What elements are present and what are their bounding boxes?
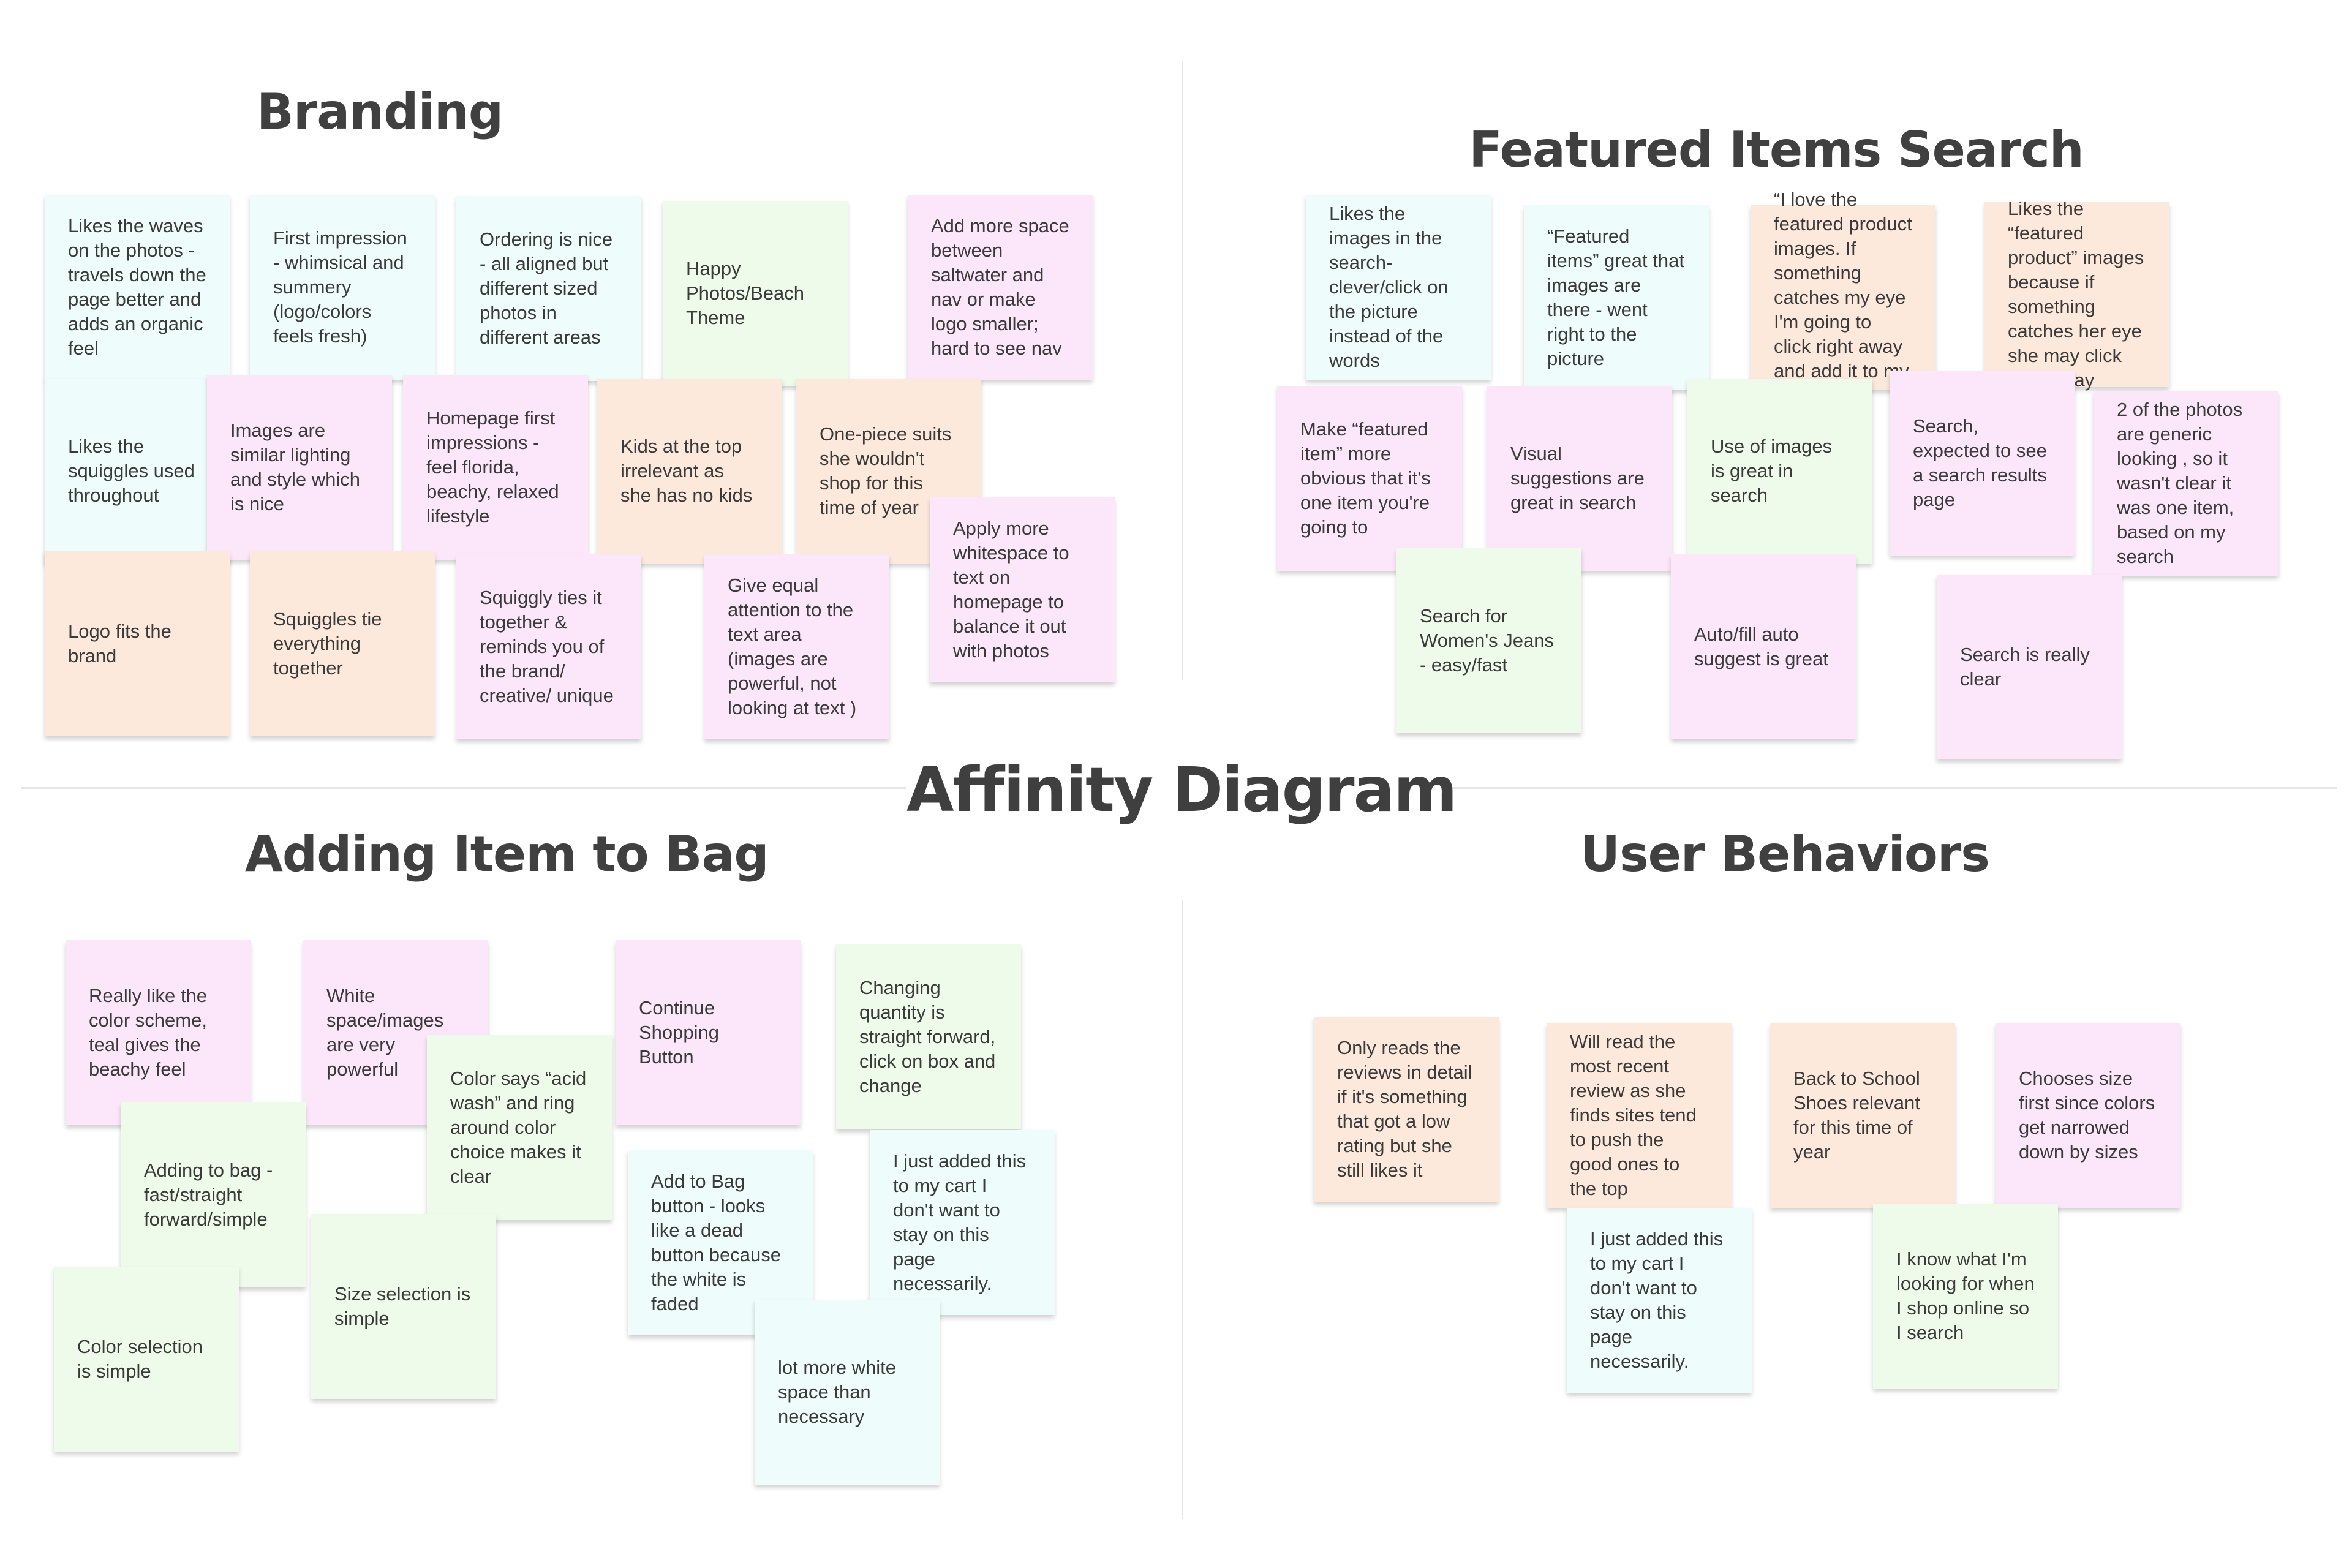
sticky-note[interactable]: “I love the featured product images. If …: [1751, 189, 1936, 406]
sticky-note[interactable]: Logo fits the brand: [45, 551, 230, 736]
diagram-title: Affinity Diagram: [907, 753, 1457, 827]
sticky-note[interactable]: Ordering is nice - all aligned but diffe…: [456, 196, 641, 381]
horizontal-divider-right: [1446, 787, 2337, 789]
sticky-note-text: Search, expected to see a search results…: [1913, 415, 2047, 510]
sticky-note-text: “Featured items” great that images are t…: [1547, 225, 1684, 369]
sticky-note-text: Adding to bag - fast/straight forward/si…: [144, 1159, 273, 1230]
section-title-branding: Branding: [256, 83, 503, 140]
sticky-note-text: One-piece suits she wouldn't shop for th…: [820, 423, 952, 518]
sticky-note-text: Homepage first impressions - feel florid…: [426, 407, 559, 527]
sticky-note-text: Likes the images in the search- clever/c…: [1329, 203, 1449, 371]
sticky-note[interactable]: Visual suggestions are great in search: [1487, 386, 1672, 571]
sticky-note-text: Visual suggestions are great in search: [1510, 443, 1645, 513]
sticky-note-text: 2 of the photos are generic looking , so…: [2117, 399, 2243, 567]
sticky-note[interactable]: Make “featured item” more obvious that i…: [1277, 386, 1462, 571]
sticky-note-text: Add to Bag button - looks like a dead bu…: [651, 1170, 782, 1314]
sticky-note[interactable]: Images are similar lighting and style wh…: [207, 375, 392, 560]
sticky-note[interactable]: One-piece suits she wouldn't shop for th…: [796, 379, 981, 564]
sticky-note-text: Happy Photos/Beach Theme: [686, 258, 805, 328]
section-title-adding-item-to-bag: Adding Item to Bag: [245, 826, 769, 883]
sticky-note[interactable]: Likes the images in the search- clever/c…: [1306, 195, 1491, 380]
sticky-note[interactable]: Kids at the top irrelevant as she has no…: [597, 379, 782, 564]
sticky-note-text: Changing quantity is straight forward, c…: [859, 977, 996, 1096]
sticky-note[interactable]: Will read the most recent review as she …: [1547, 1023, 1732, 1208]
sticky-note-text: Apply more whitespace to text on homepag…: [953, 518, 1069, 662]
sticky-note-text: Chooses size first since colors get narr…: [2019, 1068, 2155, 1163]
sticky-note[interactable]: I know what I'm looking for when I shop …: [1873, 1204, 2058, 1389]
sticky-note[interactable]: Squiggles tie everything together: [250, 551, 435, 736]
sticky-note-text: Auto/fill auto suggest is great: [1694, 624, 1828, 669]
sticky-note-text: Will read the most recent review as she …: [1570, 1031, 1697, 1199]
sticky-note[interactable]: lot more white space than necessary: [755, 1300, 940, 1485]
sticky-note-text: lot more white space than necessary: [778, 1357, 896, 1427]
sticky-note-text: Likes the “featured product” images beca…: [2008, 198, 2144, 391]
sticky-note[interactable]: 2 of the photos are generic looking , so…: [2094, 391, 2278, 576]
sticky-note-text: First impression - whimsical and summery…: [273, 227, 407, 347]
sticky-note[interactable]: Changing quantity is straight forward, c…: [836, 944, 1021, 1129]
vertical-divider-top: [1182, 61, 1183, 680]
sticky-note[interactable]: Squiggly ties it together & reminds you …: [456, 554, 641, 739]
sticky-note[interactable]: Only reads the reviews in detail if it's…: [1314, 1017, 1499, 1202]
sticky-note-text: White space/images are very powerful: [326, 985, 444, 1080]
sticky-note-text: Really like the color scheme, teal gives…: [89, 985, 207, 1080]
sticky-note[interactable]: Size selection is simple: [311, 1214, 496, 1399]
sticky-note-text: Kids at the top irrelevant as she has no…: [620, 435, 753, 506]
section-title-featured-items-search: Featured Items Search: [1469, 121, 2084, 178]
sticky-note-text: Squiggles tie everything together: [273, 608, 382, 679]
sticky-note-text: I just added this to my cart I don't wan…: [1590, 1228, 1724, 1372]
sticky-note-text: Likes the waves on the photos - travels …: [68, 215, 206, 359]
sticky-note-text: Continue Shopping Button: [639, 997, 720, 1068]
sticky-note-text: I know what I'm looking for when I shop …: [1896, 1248, 2035, 1343]
sticky-note-text: Make “featured item” more obvious that i…: [1300, 418, 1431, 538]
sticky-note-text: “I love the featured product images. If …: [1774, 189, 1912, 406]
vertical-divider-bottom: [1182, 900, 1183, 1519]
sticky-note[interactable]: “Featured items” great that images are t…: [1524, 205, 1709, 390]
sticky-note[interactable]: Chooses size first since colors get narr…: [1996, 1023, 2180, 1208]
sticky-note[interactable]: Search for Women's Jeans - easy/fast: [1396, 548, 1581, 733]
sticky-note[interactable]: Really like the color scheme, teal gives…: [66, 940, 251, 1125]
sticky-note-text: Ordering is nice - all aligned but diffe…: [480, 228, 613, 348]
sticky-note-text: Give equal attention to the text area (i…: [728, 575, 857, 718]
sticky-note-text: Use of images is great in search: [1711, 435, 1833, 506]
section-title-user-behaviors: User Behaviors: [1580, 826, 1990, 883]
sticky-note[interactable]: Adding to bag - fast/straight forward/si…: [121, 1102, 306, 1287]
sticky-note[interactable]: Likes the “featured product” images beca…: [1985, 198, 2169, 391]
sticky-note-text: Back to School Shoes relevant for this t…: [1793, 1068, 1920, 1163]
sticky-note-text: Only reads the reviews in detail if it's…: [1337, 1037, 1472, 1181]
sticky-note[interactable]: Color selection is simple: [54, 1267, 239, 1452]
sticky-note[interactable]: Search is really clear: [1937, 575, 2122, 760]
sticky-note-text: Color selection is simple: [77, 1336, 203, 1382]
sticky-note[interactable]: Add more space between saltwater and nav…: [908, 195, 1093, 380]
sticky-note-text: I just added this to my cart I don't wan…: [893, 1150, 1027, 1294]
sticky-note-text: Color says “acid wash” and ring around c…: [450, 1068, 587, 1187]
sticky-note[interactable]: First impression - whimsical and summery…: [250, 195, 435, 380]
sticky-note[interactable]: Likes the squiggles used throughout: [45, 379, 230, 564]
sticky-note[interactable]: I just added this to my cart I don't wan…: [870, 1130, 1055, 1315]
sticky-note[interactable]: Apply more whitespace to text on homepag…: [930, 497, 1115, 682]
sticky-note-text: Images are similar lighting and style wh…: [230, 420, 360, 514]
sticky-note[interactable]: Use of images is great in search: [1687, 379, 1872, 564]
sticky-note-text: Size selection is simple: [334, 1283, 471, 1329]
sticky-note[interactable]: Happy Photos/Beach Theme: [663, 201, 848, 386]
sticky-note-text: Search is really clear: [1960, 644, 2090, 690]
sticky-note[interactable]: Color says “acid wash” and ring around c…: [427, 1035, 612, 1220]
sticky-note[interactable]: I just added this to my cart I don't wan…: [1567, 1208, 1752, 1393]
sticky-note[interactable]: Continue Shopping Button: [616, 940, 801, 1125]
sticky-note[interactable]: Auto/fill auto suggest is great: [1671, 554, 1856, 739]
sticky-note[interactable]: Back to School Shoes relevant for this t…: [1770, 1023, 1955, 1208]
sticky-note-text: Squiggly ties it together & reminds you …: [480, 587, 614, 706]
sticky-note[interactable]: Likes the waves on the photos - travels …: [45, 195, 230, 380]
sticky-note[interactable]: Search, expected to see a search results…: [1890, 371, 2075, 556]
sticky-note-text: Logo fits the brand: [68, 620, 172, 666]
horizontal-divider-left: [21, 787, 910, 789]
sticky-note-text: Add more space between saltwater and nav…: [931, 215, 1069, 359]
sticky-note[interactable]: Homepage first impressions - feel florid…: [403, 375, 588, 560]
sticky-note-text: Likes the squiggles used throughout: [68, 435, 195, 506]
sticky-note[interactable]: Give equal attention to the text area (i…: [704, 554, 889, 739]
sticky-note-text: Search for Women's Jeans - easy/fast: [1420, 605, 1554, 676]
